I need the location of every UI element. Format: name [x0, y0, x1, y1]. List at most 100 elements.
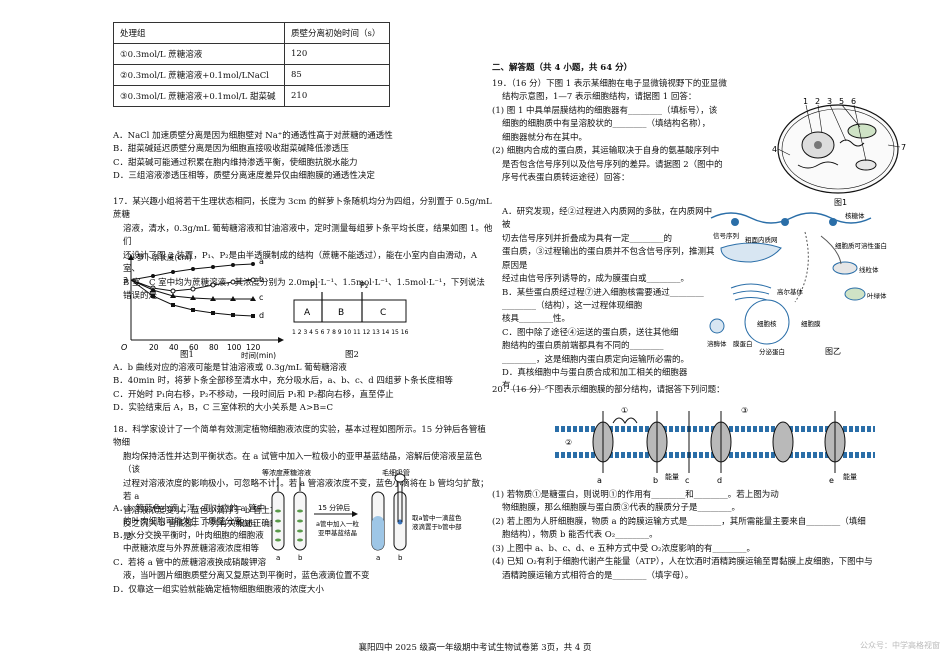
fig2-label: 细胞质可溶性蛋白 — [835, 241, 887, 250]
question-20-head: 20．（16 分）下图表示细胞膜的部分结构，请据答下列问题： — [492, 384, 912, 397]
table-row: ②0.3mol/L 蔗糖溶液+0.1mol/LNaCl 85 — [113, 64, 390, 86]
arrow-note: 亚甲基蓝结晶 — [318, 528, 357, 537]
structure-number: 1 — [803, 97, 808, 106]
tube-label: a — [376, 554, 380, 562]
fig2-caption: 图乙 — [825, 347, 841, 356]
leaf-label: 叶圆片 — [236, 519, 257, 528]
page-footer: 襄阳四中 2025 级高一年级期中考试生物试卷第 3页，共 4 页 — [358, 643, 592, 653]
table-header-cell: 质壁分离初始时间（s） — [284, 22, 390, 44]
structure-mark: ① — [621, 406, 628, 415]
q18-line: 18．科学家设计了一个简单有效测定植物细胞液浓度的实验，基本过程如图所示。15 … — [113, 425, 486, 449]
fig2-label: 溶酶体 — [707, 339, 727, 348]
q19-line: (1) 图 1 中具单层膜结构的细胞器有________（填标号），该 — [492, 105, 718, 116]
table-cell: ③0.3mol/L 蔗糖溶液+0.1mol/L 甜菜碱 — [113, 85, 285, 107]
q19-figure-2-protein-routes: 信号序列 粗面内质网 核糖体 高尔基体 细胞核 细胞质可溶性蛋白 线粒体 叶绿体… — [707, 211, 887, 356]
route-arrow — [820, 235, 842, 265]
structure-number: 4 — [772, 145, 777, 154]
question-18: 18．科学家设计了一个简单有效测定植物细胞液浓度的实验，基本过程如图所示。15 … — [113, 424, 493, 545]
option: D．实验结束后 A，B，C 三室体积的大小关系是 A>B=C — [113, 403, 333, 414]
fig1-xtick: 80 — [209, 343, 219, 352]
table-cell: 120 — [284, 43, 390, 65]
leaf-discs — [275, 509, 303, 542]
q19-line: D．真核细胞中与蛋白质合成和加工相关的细胞器 — [502, 368, 688, 379]
fig1-xtick: 60 — [189, 343, 199, 352]
side-note: 取a管中一滴蓝色 — [412, 513, 462, 522]
chloroplast — [844, 287, 866, 301]
chamber-label: C — [380, 308, 386, 318]
blue-droplet — [397, 519, 403, 525]
transport-label: d — [717, 476, 722, 485]
option: 中蔗糖浓度与外界蔗糖溶液浓度相等 — [123, 544, 260, 555]
mitochondrion — [832, 261, 858, 275]
glycoprotein-chain — [612, 417, 638, 424]
treatment-table: 处理组 质壁分离初始时间（s） ①0.3mol/L 蔗糖溶液 120 ②0.3m… — [113, 22, 390, 107]
structure-mark: ② — [565, 438, 572, 447]
protein — [772, 421, 794, 463]
curve-d-markers — [151, 294, 255, 318]
question-17: 17．某兴趣小组将若干生理状态相同，长度为 3cm 的鲜萝卜条随机均分为四组，分… — [113, 196, 493, 303]
q18-line: 管溶液浓度变小，蓝色小滴浮于 b 管上方 — [123, 505, 279, 516]
q19-line: 有________。 — [502, 381, 554, 392]
fig2-label: 膜蛋白 — [733, 339, 753, 348]
option: C．甜菜碱可能通过积累在胞内维持渗透平衡，使细胞抗脱水能力 — [113, 157, 358, 168]
arrow-label: 15 分钟后 — [318, 503, 350, 512]
q20-line: (1) 若物质①是糖蛋白，则说明①的作用有________和________。若… — [492, 490, 779, 500]
transport-label: e — [829, 476, 834, 485]
q17-line: 还设计了图 2 装置，P₁、P₂是由半透膜制成的结构（蔗糖不能透过），能在小室内… — [123, 250, 477, 275]
fig2-label: 信号序列 — [713, 231, 739, 240]
table-header-row: 处理组 质壁分离初始时间（s） — [113, 22, 390, 44]
option: B．40min 时，将萝卜条全部移至清水中，充分吸水后，a、b、c、d 四组萝卜… — [113, 376, 453, 387]
energy-label: 能量 — [665, 472, 679, 481]
transport-label: b — [653, 476, 658, 485]
fig1-xtick: 120 — [246, 343, 261, 352]
fig1-xlabel: 时间(min) — [241, 350, 276, 360]
q17-options: A．b 曲线对应的溶液可能是甘油溶液或 0.3g/mL 葡萄糖溶液 B．40mi… — [113, 362, 483, 416]
q19-line: ________，这是细胞内蛋白质定向运输所必需的。 — [502, 354, 690, 365]
transport-label: a — [597, 476, 602, 485]
section-title: 二、解答题（共 4 小题，共 64 分） — [492, 63, 633, 73]
q17-line: B 室、C 室中均为蔗糖溶液，其浓度分别为 2.0mol·L⁻¹、1.5mol·… — [123, 277, 485, 301]
q17-line: 溶液，清水，0.3g/mL 葡萄糖溶液和甘油溶液中，定时测量每组萝卜条平均长度，… — [123, 223, 493, 248]
pointer-lines — [777, 104, 901, 162]
mitochondrion — [855, 159, 877, 171]
tube-label: a — [276, 554, 280, 562]
q19-line: (2) 细胞内合成的蛋白质，其运输取决于自身的氨基酸序列中 — [492, 146, 720, 157]
tube-label: b — [298, 554, 303, 562]
figure-1-length-graph: 萝卜条长度(cm) 3 O 20 40 60 80 100 120 时间(min… — [121, 252, 284, 360]
fig2-label: 细胞核 — [757, 319, 777, 328]
fig2-label: 高尔基体 — [777, 287, 804, 296]
fig2-label: 线粒体 — [859, 265, 879, 274]
table-header-cell: 处理组 — [113, 22, 285, 44]
table-cell: ②0.3mol/L 蔗糖溶液+0.1mol/LNaCl — [113, 64, 285, 86]
transport-label: c — [685, 476, 689, 485]
tube-label: b — [398, 554, 403, 562]
q19-line: 是否包含信号序列以及信号序列的差异。请据图 2（图中的 — [502, 159, 723, 170]
option: 液，当叶圆片细胞质壁分离又复原达到平衡时，蓝色液滴位置不变 — [123, 571, 370, 582]
q20-line: 胞结构），物质 b 能否代表 O₂________。 — [502, 530, 658, 541]
option: D．三组溶液渗透压相等，质壁分离速度差异仅由细胞膜的通透性决定 — [113, 171, 375, 182]
structure-number: 5 — [839, 97, 844, 106]
cell-outline — [777, 104, 899, 194]
q18-line: 胞均保持活性并达到平衡状态。在 a 试管中加入一粒极小的亚甲基蓝结晶，溶解后使溶… — [123, 451, 482, 476]
q19-figure-1-cell: 1 2 3 4 5 6 7 图1 — [772, 97, 906, 207]
option: B．甜菜碱延迟质壁分离是因为细胞直接吸收甜菜碱降低渗透压 — [113, 144, 349, 155]
q18-options: A．b 管蓝色小滴上浮，则对应的 a 管中 的叶肉细胞可能发生了质壁分离 B．水… — [113, 503, 495, 597]
fig2-label: 核糖体 — [845, 211, 865, 220]
curve-a — [130, 263, 254, 281]
structure-number: 2 — [815, 97, 820, 106]
blue-solution — [372, 516, 384, 550]
question-19: 19．（16 分）下图 1 表示某细胞在电子显微镜视野下的亚显微 结构示意图，1… — [492, 78, 764, 185]
chloroplast — [847, 123, 877, 139]
ribosome — [829, 218, 837, 226]
q19-line: A．研究发现，经②过程进入内质网的多肽，在内质网中被 — [502, 207, 713, 231]
fig2-scale: 1 2 3 4 5 6 7 8 9 10 11 12 13 14 15 16 — [292, 329, 409, 336]
option: D．仅靠这一组实验就能确定植物细胞细胞液的浓度大小 — [113, 584, 324, 595]
q19-line: C．图中除了途径④运送的蛋白质，送往其他细 — [502, 327, 679, 338]
energy-label: 能量 — [843, 472, 857, 481]
lysosome — [709, 318, 725, 334]
arrow-note: a管中加入一粒 — [316, 519, 359, 528]
q19-line: 细胞的细胞质中有呈溶胶状的________（填结构名称）， — [502, 119, 711, 130]
pipette-bulb — [394, 473, 406, 483]
q20-line: 物细胞膜，那么细胞膜与蛋白质③代表的膜质分子是________。 — [502, 503, 741, 514]
q19-line: 19．（16 分）下图 1 表示某细胞在电子显微镜视野下的亚显微 — [492, 79, 727, 89]
